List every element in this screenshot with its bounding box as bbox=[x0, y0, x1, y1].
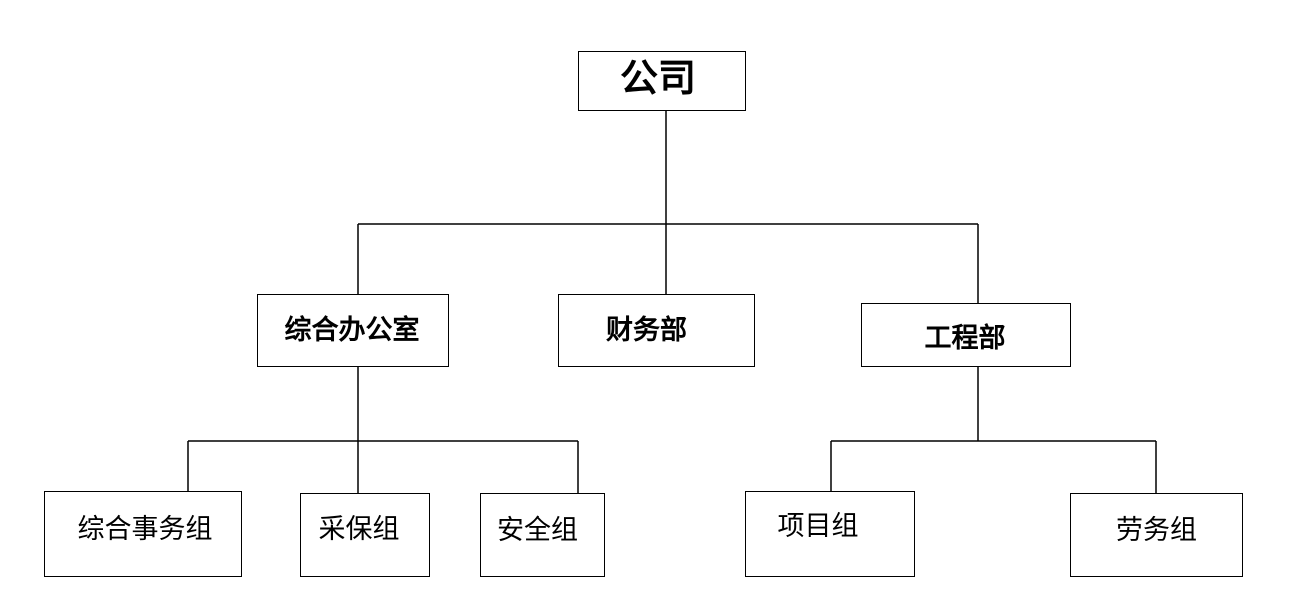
dept-node-label: 综合办公室 bbox=[284, 315, 420, 346]
dept-node-label: 工程部 bbox=[924, 322, 1006, 354]
group-node-box: 劳务组 bbox=[1070, 493, 1243, 577]
root-node-box: 公司 bbox=[578, 51, 746, 111]
group-node-label: 采保组 bbox=[318, 513, 400, 545]
dept-node-box: 工程部 bbox=[861, 303, 1071, 367]
root-node-label: 公司 bbox=[619, 55, 696, 100]
dept-node-box: 综合办公室 bbox=[257, 294, 449, 367]
group-node-box: 综合事务组 bbox=[44, 491, 242, 577]
dept-node-label: 财务部 bbox=[606, 315, 687, 346]
group-node-label: 安全组 bbox=[497, 514, 578, 546]
group-node-box: 安全组 bbox=[480, 493, 605, 577]
group-node-box: 项目组 bbox=[745, 491, 915, 577]
group-node-label: 项目组 bbox=[777, 510, 859, 542]
group-node-label: 综合事务组 bbox=[77, 513, 213, 545]
dept-node-box: 财务部 bbox=[558, 294, 755, 367]
group-node-box: 采保组 bbox=[300, 493, 430, 577]
group-node-label: 劳务组 bbox=[1116, 514, 1197, 546]
